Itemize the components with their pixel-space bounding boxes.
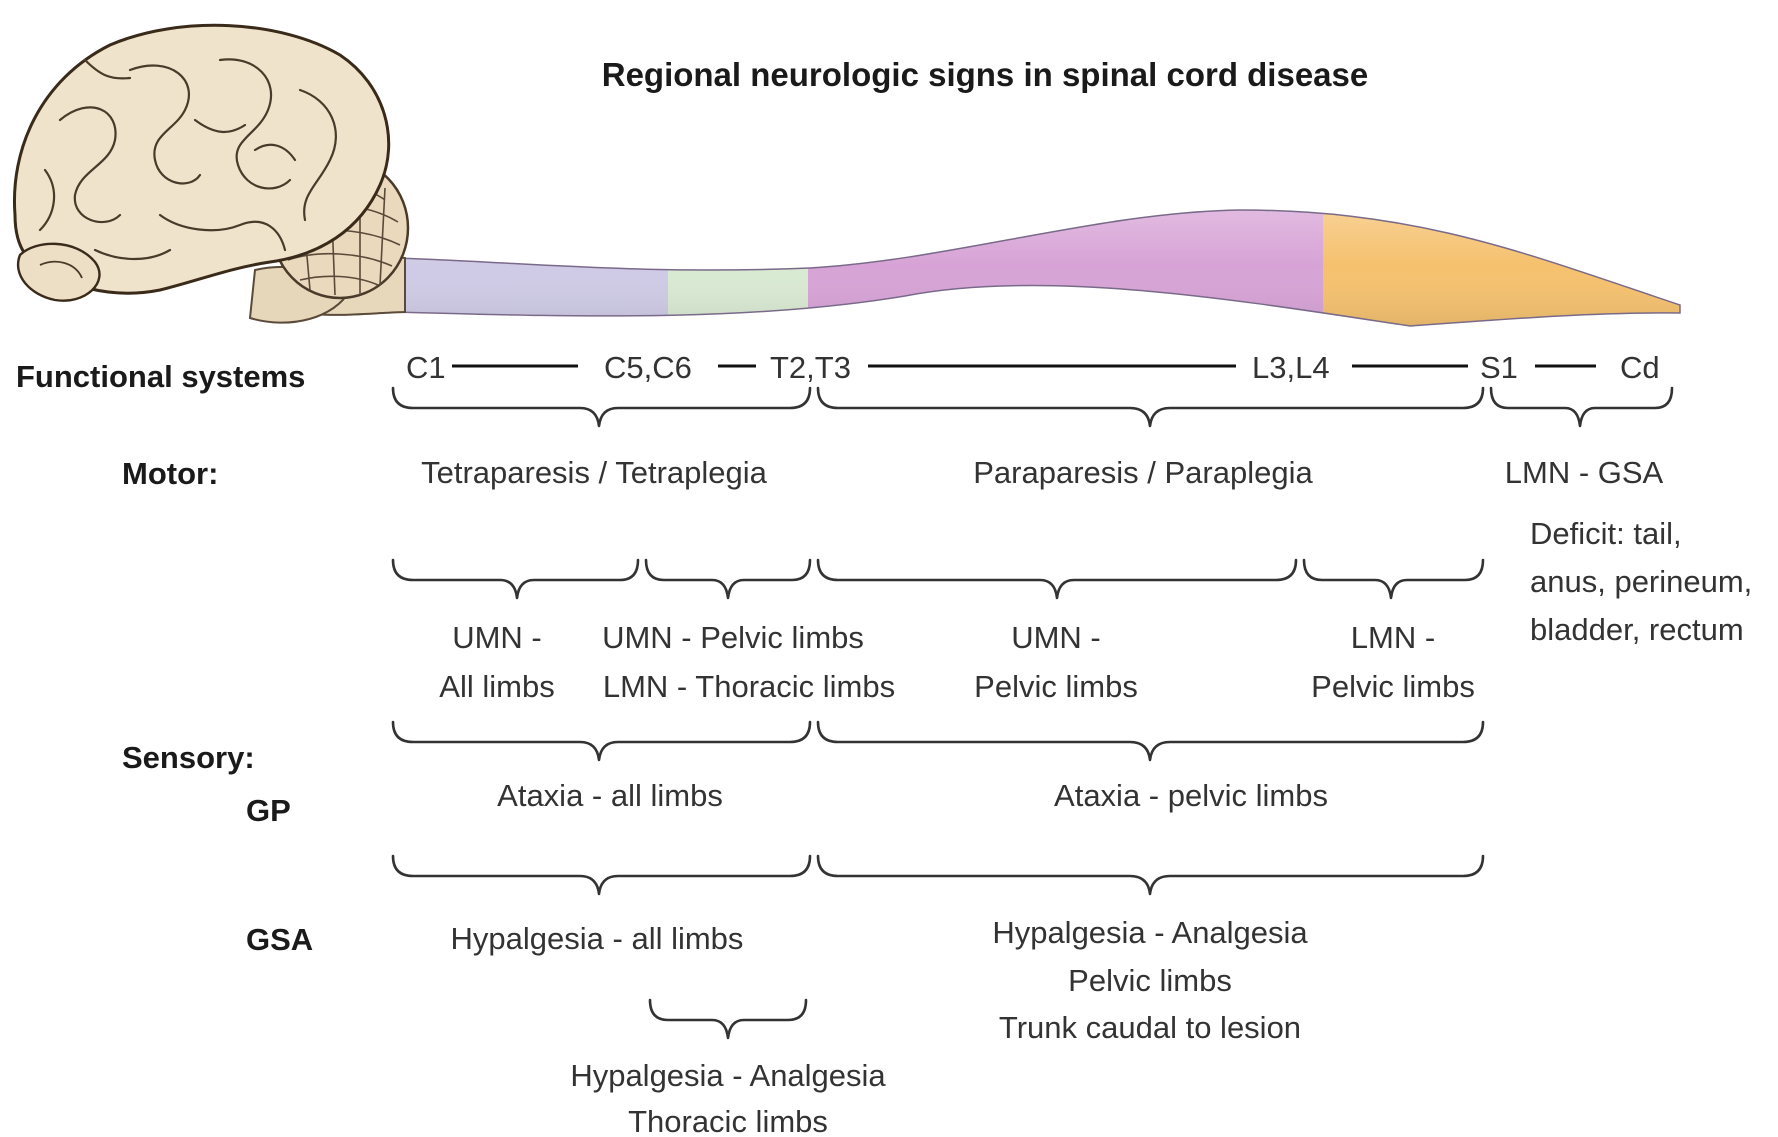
diagram-title: Regional neurologic signs in spinal cord… xyxy=(602,56,1369,93)
segment-label-l3l4: L3,L4 xyxy=(1252,350,1330,385)
gp-ataxia-all-limbs: Ataxia - all limbs xyxy=(497,778,723,813)
motor-c6-t2-line2: LMN - Thoracic limbs xyxy=(603,669,895,704)
brace-l4-s1 xyxy=(1304,560,1483,598)
motor-tetraparesis: Tetraparesis / Tetraplegia xyxy=(421,455,768,490)
gsa-caudal-line1: Hypalgesia - Analgesia xyxy=(992,915,1308,950)
row-label-gp: GP xyxy=(246,793,291,828)
brace-c1-t2-gp xyxy=(393,722,810,760)
brain-illustration xyxy=(14,25,408,322)
gsa-c6-t2-line1: Hypalgesia - Analgesia xyxy=(570,1058,886,1093)
segment-label-t2t3: T2,T3 xyxy=(770,350,851,385)
row-label-sensory: Sensory: xyxy=(122,740,255,775)
motor-t3-l3-line2: Pelvic limbs xyxy=(974,669,1138,704)
motor-sacral-deficit-line3: bladder, rectum xyxy=(1530,612,1744,647)
motor-t3-l3-line1: UMN - xyxy=(1011,620,1101,655)
motor-l4-s1-line2: Pelvic limbs xyxy=(1311,669,1475,704)
gp-ataxia-pelvic-limbs: Ataxia - pelvic limbs xyxy=(1054,778,1328,813)
motor-paraparesis: Paraparesis / Paraplegia xyxy=(973,455,1313,490)
brace-t3-s1-gp xyxy=(818,722,1483,760)
segment-label-s1: S1 xyxy=(1480,350,1518,385)
row-label-gsa: GSA xyxy=(246,922,313,957)
spinal-cord-illustration xyxy=(380,190,1700,340)
brace-c1-t2-gsa xyxy=(393,856,810,894)
segment-label-c1: C1 xyxy=(406,350,446,385)
segment-label-cd: Cd xyxy=(1620,350,1660,385)
cord-region-cervicothoracic xyxy=(668,190,810,340)
motor-sacral-deficit-line2: anus, perineum, xyxy=(1530,564,1752,599)
motor-sacral-deficit-line1: Deficit: tail, xyxy=(1530,516,1682,551)
motor-c1-c5-line1: UMN - xyxy=(452,620,542,655)
motor-lmn-gsa: LMN - GSA xyxy=(1505,455,1664,490)
motor-c6-t2-line1: UMN - Pelvic limbs xyxy=(602,620,864,655)
gsa-c6-t2-line2: Thoracic limbs xyxy=(628,1104,828,1137)
brace-t3-s1-gsa xyxy=(818,856,1483,894)
gsa-caudal-line2: Pelvic limbs xyxy=(1068,963,1232,998)
segment-label-c5c6: C5,C6 xyxy=(604,350,692,385)
gsa-caudal-line3: Trunk caudal to lesion xyxy=(999,1010,1301,1045)
brace-s1-cd-motor xyxy=(1491,388,1672,426)
motor-c1-c5-line2: All limbs xyxy=(439,669,554,704)
brace-c6-t2-gsa xyxy=(650,1000,806,1038)
row-label-motor: Motor: xyxy=(122,456,218,491)
brace-t3-s1-motor xyxy=(818,388,1483,426)
motor-l4-s1-line1: LMN - xyxy=(1351,620,1435,655)
segment-axis: C1 C5,C6 T2,T3 L3,L4 S1 Cd xyxy=(406,350,1660,385)
gsa-hypalgesia-all-limbs: Hypalgesia - all limbs xyxy=(451,921,744,956)
brace-t3-l3 xyxy=(818,560,1296,598)
brace-c1-t2-motor xyxy=(393,388,810,426)
brace-c1-c5 xyxy=(393,560,638,598)
row-label-functional-systems: Functional systems xyxy=(16,359,305,394)
brace-c6-t2 xyxy=(646,560,810,598)
